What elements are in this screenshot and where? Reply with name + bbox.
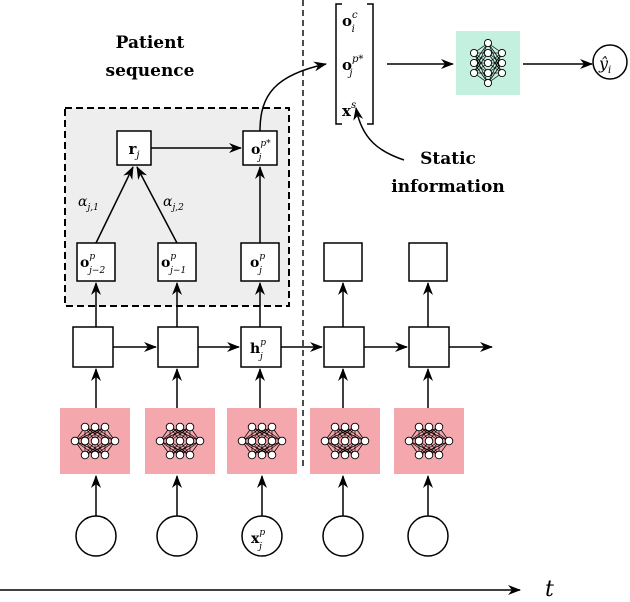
concat-vector	[335, 3, 374, 125]
title-patient-line1: Patient	[116, 33, 185, 53]
node-r-label: rj	[128, 140, 139, 161]
static-info-line2: information	[391, 177, 504, 197]
hidden-state-j	[240, 326, 282, 368]
input-node-1	[75, 515, 117, 557]
arrow-static-info	[353, 107, 405, 161]
static-info-line1: Static	[420, 149, 476, 169]
hidden-state-2	[157, 326, 199, 368]
output-node	[592, 44, 628, 80]
node-o-star-label: op*j	[251, 139, 271, 163]
output-label: ŷi	[598, 54, 611, 76]
hidden-state-5	[408, 326, 450, 368]
arrow-alpha2	[136, 166, 178, 244]
arrow-alpha1	[95, 166, 134, 244]
input-node-4	[322, 515, 364, 557]
future-output-box-1	[323, 242, 363, 282]
hidden-state-1	[72, 326, 114, 368]
input-node-2	[156, 515, 198, 557]
alpha-2-label: αj,2	[163, 194, 184, 213]
input-node-5	[407, 515, 449, 557]
vector-op-label: op*j	[342, 54, 363, 79]
future-output-box-2	[408, 242, 448, 282]
node-r	[116, 130, 152, 166]
hidden-state-4	[323, 326, 365, 368]
time-axis-label: t	[545, 577, 554, 602]
arrow-ostar-to-vector	[259, 61, 327, 132]
node-o-jm2	[76, 242, 116, 282]
alpha-1-label: αj,1	[78, 194, 99, 213]
title-patient-line2: sequence	[106, 61, 195, 81]
vector-xs-label: xs	[342, 100, 356, 120]
